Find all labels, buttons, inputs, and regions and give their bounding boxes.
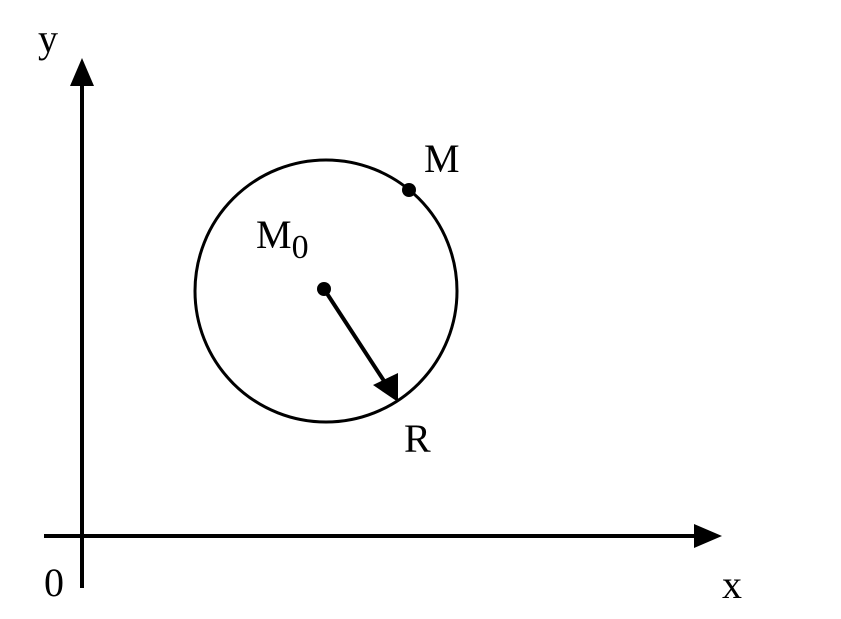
circle — [193, 158, 459, 424]
origin-label: 0 — [44, 560, 64, 605]
center-label-subscript: 0 — [292, 229, 309, 266]
center-label: M0 — [256, 212, 309, 266]
y-axis-arrowhead — [70, 58, 94, 86]
radius-label: R — [404, 416, 431, 461]
point-m-label: M — [424, 136, 460, 181]
x-axis-label: x — [722, 562, 742, 607]
point-m — [402, 183, 416, 197]
radius-line — [322, 287, 388, 386]
x-axis-arrowhead — [694, 524, 722, 548]
y-axis-label: y — [38, 16, 58, 61]
center-label-main: M — [256, 212, 292, 257]
radius-arrowhead — [373, 373, 398, 402]
